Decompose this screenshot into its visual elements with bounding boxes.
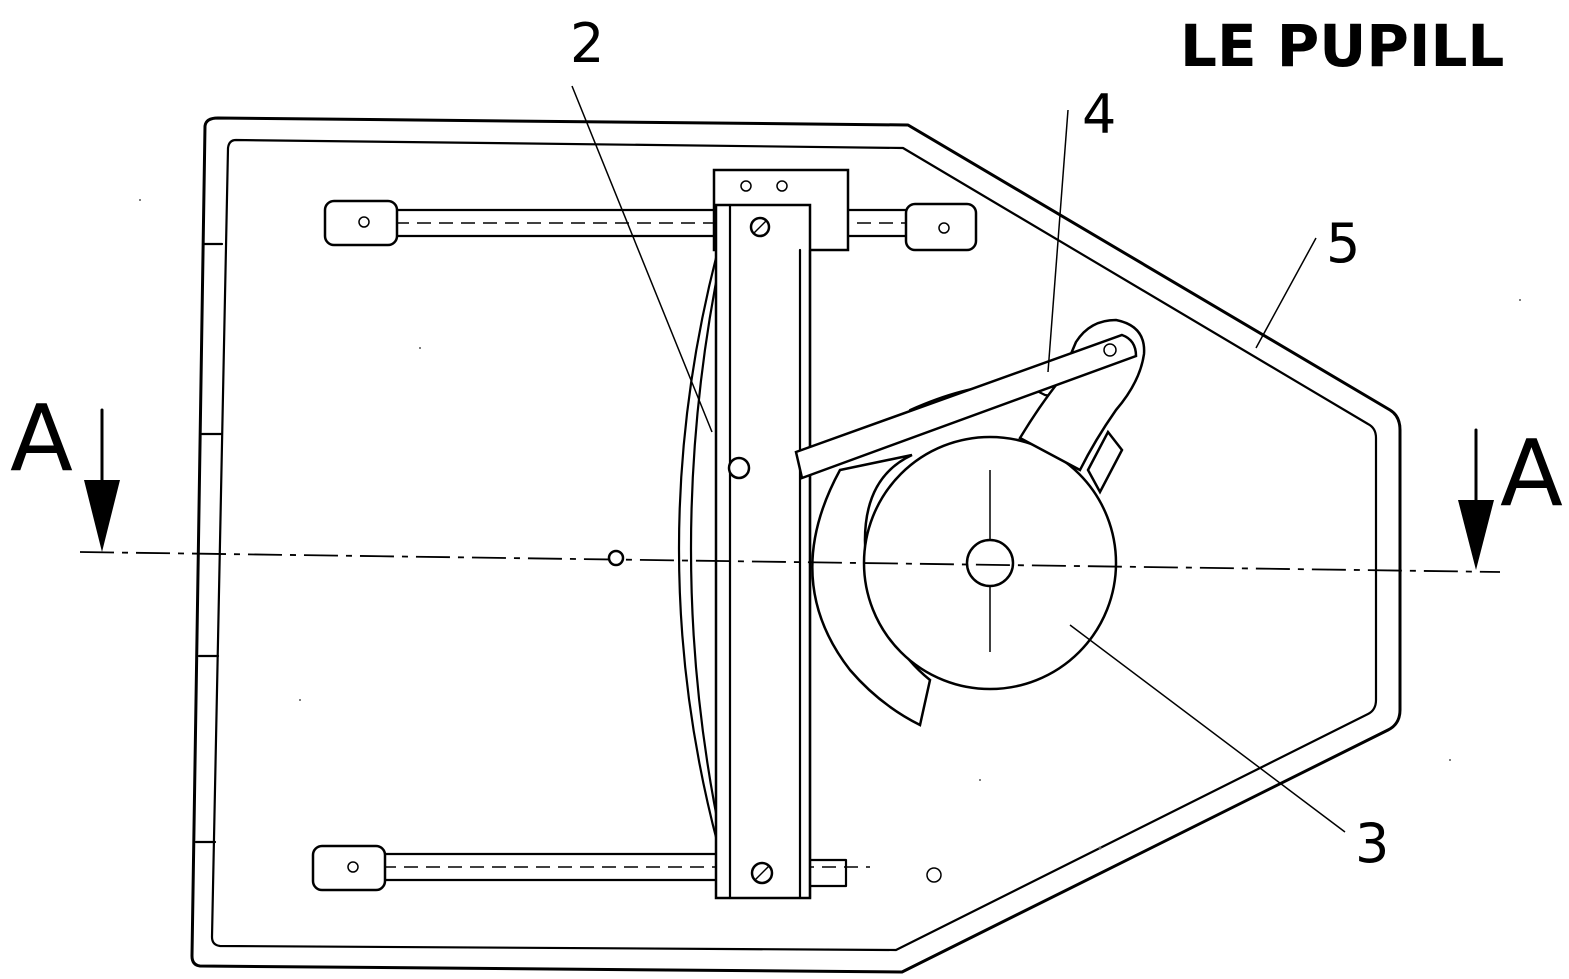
- eccentric-disc-assembly: [811, 384, 1124, 727]
- part-label-3: 3: [1355, 812, 1389, 875]
- lens-curved-element: [677, 248, 720, 847]
- section-marker-right: A: [1500, 420, 1563, 527]
- part-label-5: 5: [1326, 212, 1360, 275]
- center-hole: [607, 549, 625, 567]
- section-marker-left: A: [10, 385, 73, 492]
- top-guide-rod: [323, 199, 978, 252]
- bottom-guide-rod: [311, 844, 942, 892]
- section-arrow-right: [1458, 428, 1494, 570]
- lens-curved-element-inner: [689, 250, 724, 845]
- scan-speckles: [139, 199, 1521, 850]
- housing-outer-outline: [190, 116, 1402, 974]
- section-line: [79, 551, 1501, 573]
- lever-arm: [794, 318, 1146, 480]
- leader-lines: [571, 85, 1346, 833]
- hinge-strips: [194, 242, 224, 844]
- part-label-4: 4: [1082, 83, 1116, 146]
- housing-inner-outline: [210, 138, 1378, 952]
- drawing-title: LE PUPILL: [1180, 12, 1504, 80]
- part-label-2: 2: [570, 12, 604, 75]
- section-arrow-left: [84, 408, 120, 552]
- vertical-carriage: [712, 168, 850, 900]
